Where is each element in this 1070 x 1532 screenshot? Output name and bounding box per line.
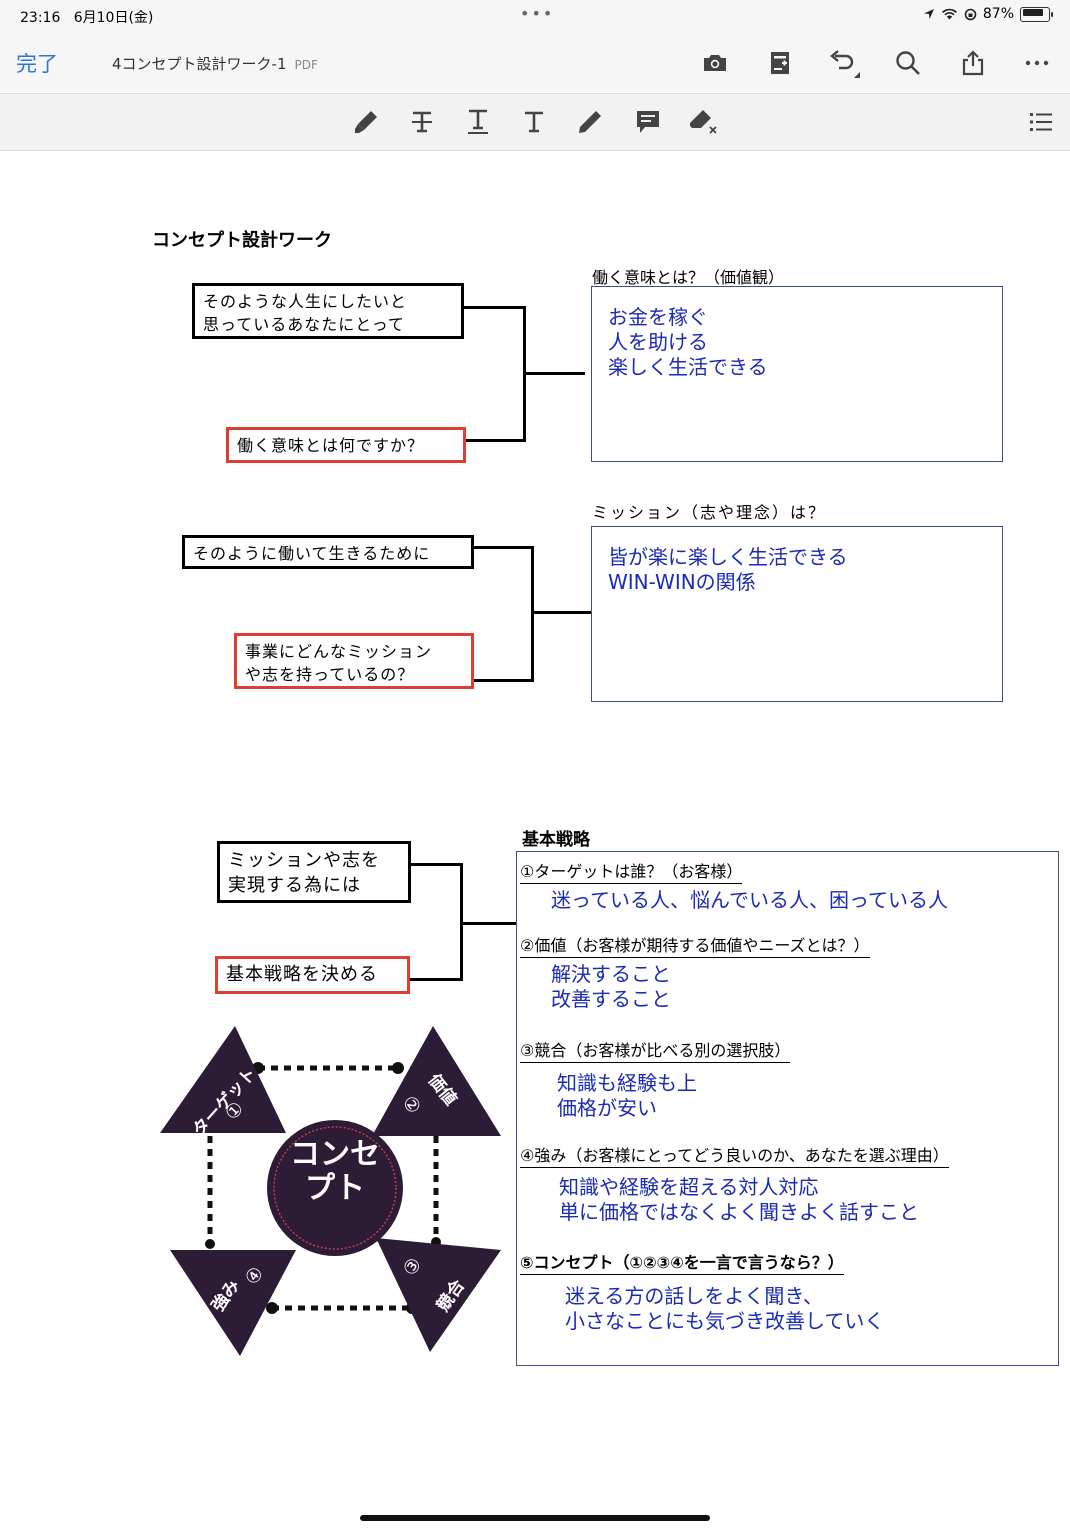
battery-icon [1020,6,1053,22]
target-triangle [160,1026,286,1133]
strikethrough-text-icon[interactable] [406,106,438,138]
pencil-icon[interactable] [574,106,606,138]
status-bar: 23:16 6月10日(金) ••• 87% [0,0,1070,32]
concept-diagram-svg [160,1026,501,1356]
connector-line [460,922,516,925]
section2-label: ミッション（志や理念）は？ [592,503,827,522]
section1-question1: そのような人生にしたいと 思っているあなたにとって [192,283,464,339]
concept-diagram: コンセ プト ターゲット ① 価値 ② 強み ④ 競合 ③ [150,1018,510,1358]
section1-answer-box[interactable]: お金を稼ぐ 人を助ける 楽しく生活できる [591,286,1003,462]
underline-text-icon[interactable] [462,106,494,138]
document-name: 4コンセプト設計ワーク-1 [112,55,287,73]
section2-answer-box[interactable]: 皆が楽に楽しく生活できる WIN-WINの関係 [591,526,1003,702]
section2-question2: 事業にどんなミッション や志を持っているの？ [234,633,474,689]
connector-line [531,546,534,682]
document-type: PDF [294,58,318,72]
undo-icon[interactable] [827,46,861,80]
comment-icon[interactable] [632,106,664,138]
pdf-page[interactable]: コンセプト設計ワーク 働く意味とは？（価値観） そのような人生にしたいと 思って… [0,150,1070,1510]
list-icon[interactable] [1025,106,1057,138]
done-button[interactable]: 完了 [16,48,58,78]
section1-question2: 働く意味とは何ですか？ [226,427,466,463]
strategy-item4-answer: 知識や経験を超える対人対応 単に価格ではなくよく聞きよく話すこと [559,1175,919,1224]
connector-line [411,863,463,866]
strategy-item3-answer: 知識も経験も上 価格が安い [557,1071,697,1120]
strategy-item1-heading: ①ターゲットは誰？（お客様） [520,858,743,884]
strategy-item5-heading: ⑤コンセプト（①②③④を一言で言うなら？） [520,1249,844,1275]
status-icons: 87% [923,6,1053,22]
share-icon[interactable] [956,46,990,80]
competitor-triangle [376,1238,501,1352]
document-title: 4コンセプト設計ワーク-1 PDF [112,53,318,74]
highlighter-icon[interactable] [350,106,382,138]
connector-line [523,372,585,375]
connector-line [410,978,463,981]
section1-label: 働く意味とは？（価値観） [592,268,785,287]
connector-line [531,611,591,614]
more-icon[interactable] [1020,46,1054,80]
section3-question1: ミッションや志を 実現する為には [217,841,411,903]
eraser-icon[interactable] [688,106,720,138]
strategy-item3-heading: ③競合（お客様が比べる別の選択肢） [520,1037,791,1063]
location-icon [923,9,934,19]
battery-percent: 87% [982,6,1014,22]
concept-label: コンセ プト [290,1137,380,1206]
strategy-item4-heading: ④強み（お客様にとってどう良いのか、あなたを選ぶ理由） [520,1142,949,1168]
home-indicator[interactable] [360,1515,710,1521]
section1-answer: お金を稼ぐ 人を助ける 楽しく生活できる [608,305,768,379]
text-icon[interactable] [518,106,550,138]
page-title: コンセプト設計ワーク [152,230,332,251]
search-icon[interactable] [891,46,925,80]
section2-answer: 皆が楽に楽しく生活できる WIN-WINの関係 [608,545,848,594]
concept-circle [267,1120,403,1256]
wifi-icon [941,8,957,20]
strategy-item5-answer: 迷える方の話しをよく聞き、 小さなことにも気づき改善していく [565,1284,885,1333]
connector-line [466,439,526,442]
strategy-box[interactable]: ①ターゲットは誰？（お客様） 迷っている人、悩んでいる人、困っている人 ②価値（… [516,851,1059,1366]
camera-icon[interactable] [698,46,732,80]
connector-line [464,306,526,309]
annotation-toolbar [0,93,1070,151]
section3-question2: 基本戦略を決める [215,956,410,994]
orientation-lock-icon [964,8,977,20]
nav-bar: 完了 4コンセプト設計ワーク-1 PDF [0,32,1070,92]
strength-triangle [170,1250,296,1356]
multitask-dots-icon[interactable]: ••• [520,4,555,23]
status-time-date: 23:16 6月10日(金) [20,10,154,26]
connector-line [474,546,534,549]
section3-label: 基本戦略 [522,830,590,850]
strategy-item2-heading: ②価値（お客様が期待する価値やニーズとは？） [520,932,870,958]
strategy-item1-answer: 迷っている人、悩んでいる人、困っている人 [551,888,948,912]
section2-question1: そのように働いて生きるために [182,535,474,569]
value-triangle [372,1026,501,1136]
connector-line [474,679,534,682]
strategy-item2-answer: 解決すること 改善すること [551,962,671,1011]
page-insert-icon[interactable] [763,46,797,80]
